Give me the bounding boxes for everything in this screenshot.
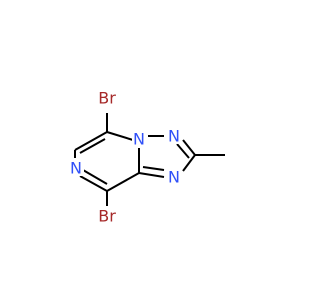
- bond-n7-c8-inner: [82, 169, 108, 185]
- n-triazole-bottom-label-bg: [166, 167, 182, 185]
- bond-c5-c6-inner: [79, 138, 106, 154]
- atom-n-triazole-top: N: [168, 127, 180, 146]
- bond-n1-c2-inner: [176, 143, 190, 159]
- br-top-label-bg: [95, 88, 119, 108]
- bond-c8-c8a: [106, 172, 140, 192]
- n-bridge-label-bg: [132, 130, 148, 148]
- bond-n4-c5: [106, 131, 134, 141]
- atom-br-bottom: Br: [98, 207, 116, 226]
- atom-n-pyrazine: N: [70, 159, 82, 178]
- atom-n-triazole-bottom: N: [168, 168, 180, 187]
- br-bottom-label-bg: [95, 206, 119, 226]
- molecule-structure-diagram: Br Br N N N N: [68, 88, 225, 226]
- bond-c5-c6: [74, 131, 108, 151]
- bond-n3-c8a: [138, 172, 165, 178]
- n-triazole-top-label-bg: [166, 126, 182, 144]
- atom-n-bridge: N: [133, 130, 145, 149]
- atom-label-layer: Br Br N N N N: [68, 88, 182, 226]
- atom-br-top: Br: [98, 89, 116, 108]
- bond-layer: [74, 113, 225, 208]
- bond-n3-c8a-inner: [142, 166, 165, 171]
- bond-n1-c2: [182, 139, 196, 156]
- bond-n7-c8: [79, 175, 108, 192]
- bond-c2-n3: [182, 154, 196, 172]
- n-pyrazine-label-bg: [68, 158, 84, 176]
